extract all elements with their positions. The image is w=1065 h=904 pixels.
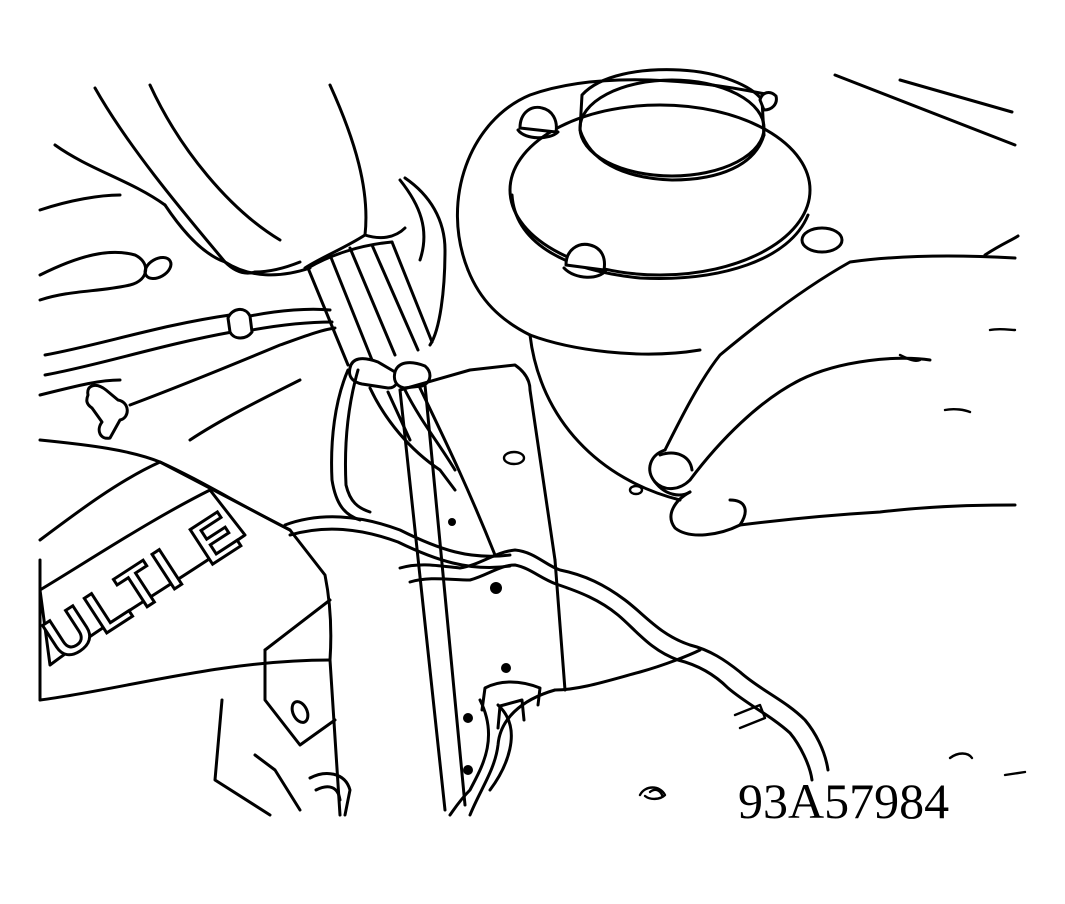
right-hand — [628, 254, 1017, 537]
wiring-harness — [38, 250, 512, 570]
mounting-bracket — [398, 363, 567, 812]
left-hand — [38, 83, 447, 347]
figure-reference-code: 93A57984 — [738, 773, 950, 829]
strut-tower — [455, 68, 1020, 502]
body-edge — [398, 548, 1027, 817]
engine-cover: ULTI E — [31, 460, 352, 817]
